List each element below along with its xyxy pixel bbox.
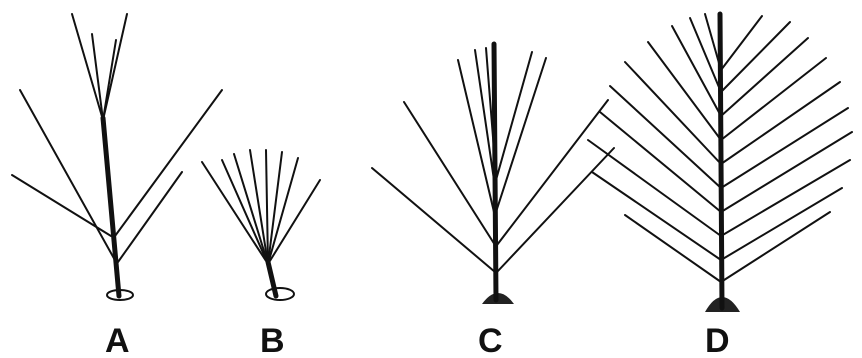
- panel-a-stem: [103, 118, 119, 296]
- panel-b-base-ring: [266, 288, 294, 300]
- panel-b: B: [202, 150, 320, 358]
- panel-d: D: [588, 14, 852, 358]
- panel-d-stem: [720, 14, 722, 308]
- panel-b-label: B: [260, 322, 285, 358]
- panel-c-label: C: [478, 322, 503, 358]
- panel-b-branches: [202, 150, 320, 264]
- panel-a-label: A: [105, 322, 130, 358]
- panel-c: C: [372, 44, 614, 358]
- panel-a-branches: [12, 14, 222, 262]
- panel-d-label: D: [705, 322, 730, 358]
- panel-c-stem: [494, 44, 496, 300]
- panel-a: A: [12, 14, 222, 358]
